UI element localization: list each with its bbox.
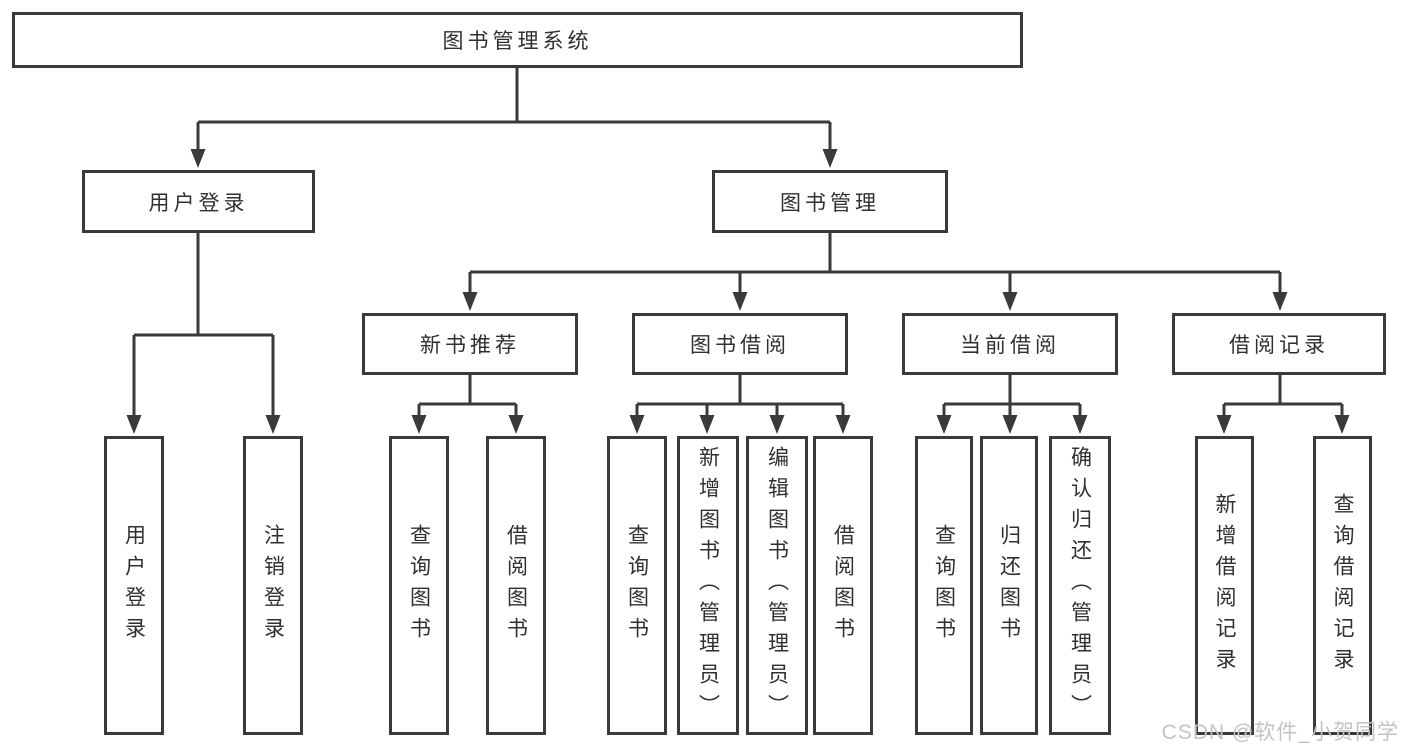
arrow-down-icon: [822, 149, 838, 168]
arrow-down-icon: [1072, 415, 1088, 434]
arrow-down-icon: [699, 415, 715, 434]
arrow-down-icon: [462, 292, 478, 311]
csdn-watermark: CSDN @软件_小贺同学: [1161, 721, 1399, 744]
arrow-down-icon: [629, 415, 645, 434]
leaf-newbook-query-book: 查询图书: [389, 436, 449, 735]
leaf-current-query-book: 查询图书: [915, 436, 973, 735]
leaf-newbook-borrow-book: 借阅图书: [486, 436, 546, 735]
arrow-down-icon: [732, 292, 748, 311]
arrow-down-icon: [1334, 415, 1350, 434]
arrow-down-icon: [1002, 292, 1018, 311]
leaf-current-confirm-return-admin: 确认归还（管理员）: [1049, 436, 1111, 735]
leaf-user-login: 用户登录: [104, 436, 164, 735]
arrow-down-icon: [1272, 292, 1288, 311]
leaf-borrow-edit-book-admin: 编辑图书（管理员）: [746, 436, 808, 735]
node-current-borrow: 当前借阅: [902, 313, 1118, 375]
arrow-down-icon: [126, 415, 142, 434]
node-user-login: 用户登录: [82, 170, 315, 233]
arrow-down-icon: [769, 415, 785, 434]
node-book-management: 图书管理: [712, 170, 948, 233]
leaf-borrow-borrow-book: 借阅图书: [813, 436, 873, 735]
arrow-down-icon: [411, 415, 427, 434]
node-new-book-recommend: 新书推荐: [362, 313, 578, 375]
arrow-down-icon: [508, 415, 524, 434]
leaf-current-return-book: 归还图书: [980, 436, 1038, 735]
arrow-down-icon: [1002, 415, 1018, 434]
arrow-down-icon: [1216, 415, 1232, 434]
arrow-down-icon: [835, 415, 851, 434]
leaf-borrow-query-book: 查询图书: [607, 436, 667, 735]
leaf-borrow-add-book-admin: 新增图书（管理员）: [677, 436, 739, 735]
arrow-down-icon: [265, 415, 281, 434]
arrow-down-icon: [190, 149, 206, 168]
node-book-borrow: 图书借阅: [632, 313, 848, 375]
leaf-record-query-borrow-record: 查询借阅记录: [1313, 436, 1372, 735]
leaf-record-add-borrow-record: 新增借阅记录: [1195, 436, 1254, 735]
node-root-library-system: 图书管理系统: [12, 12, 1023, 68]
leaf-logout: 注销登录: [243, 436, 303, 735]
arrow-down-icon: [936, 415, 952, 434]
node-borrow-record: 借阅记录: [1172, 313, 1386, 375]
